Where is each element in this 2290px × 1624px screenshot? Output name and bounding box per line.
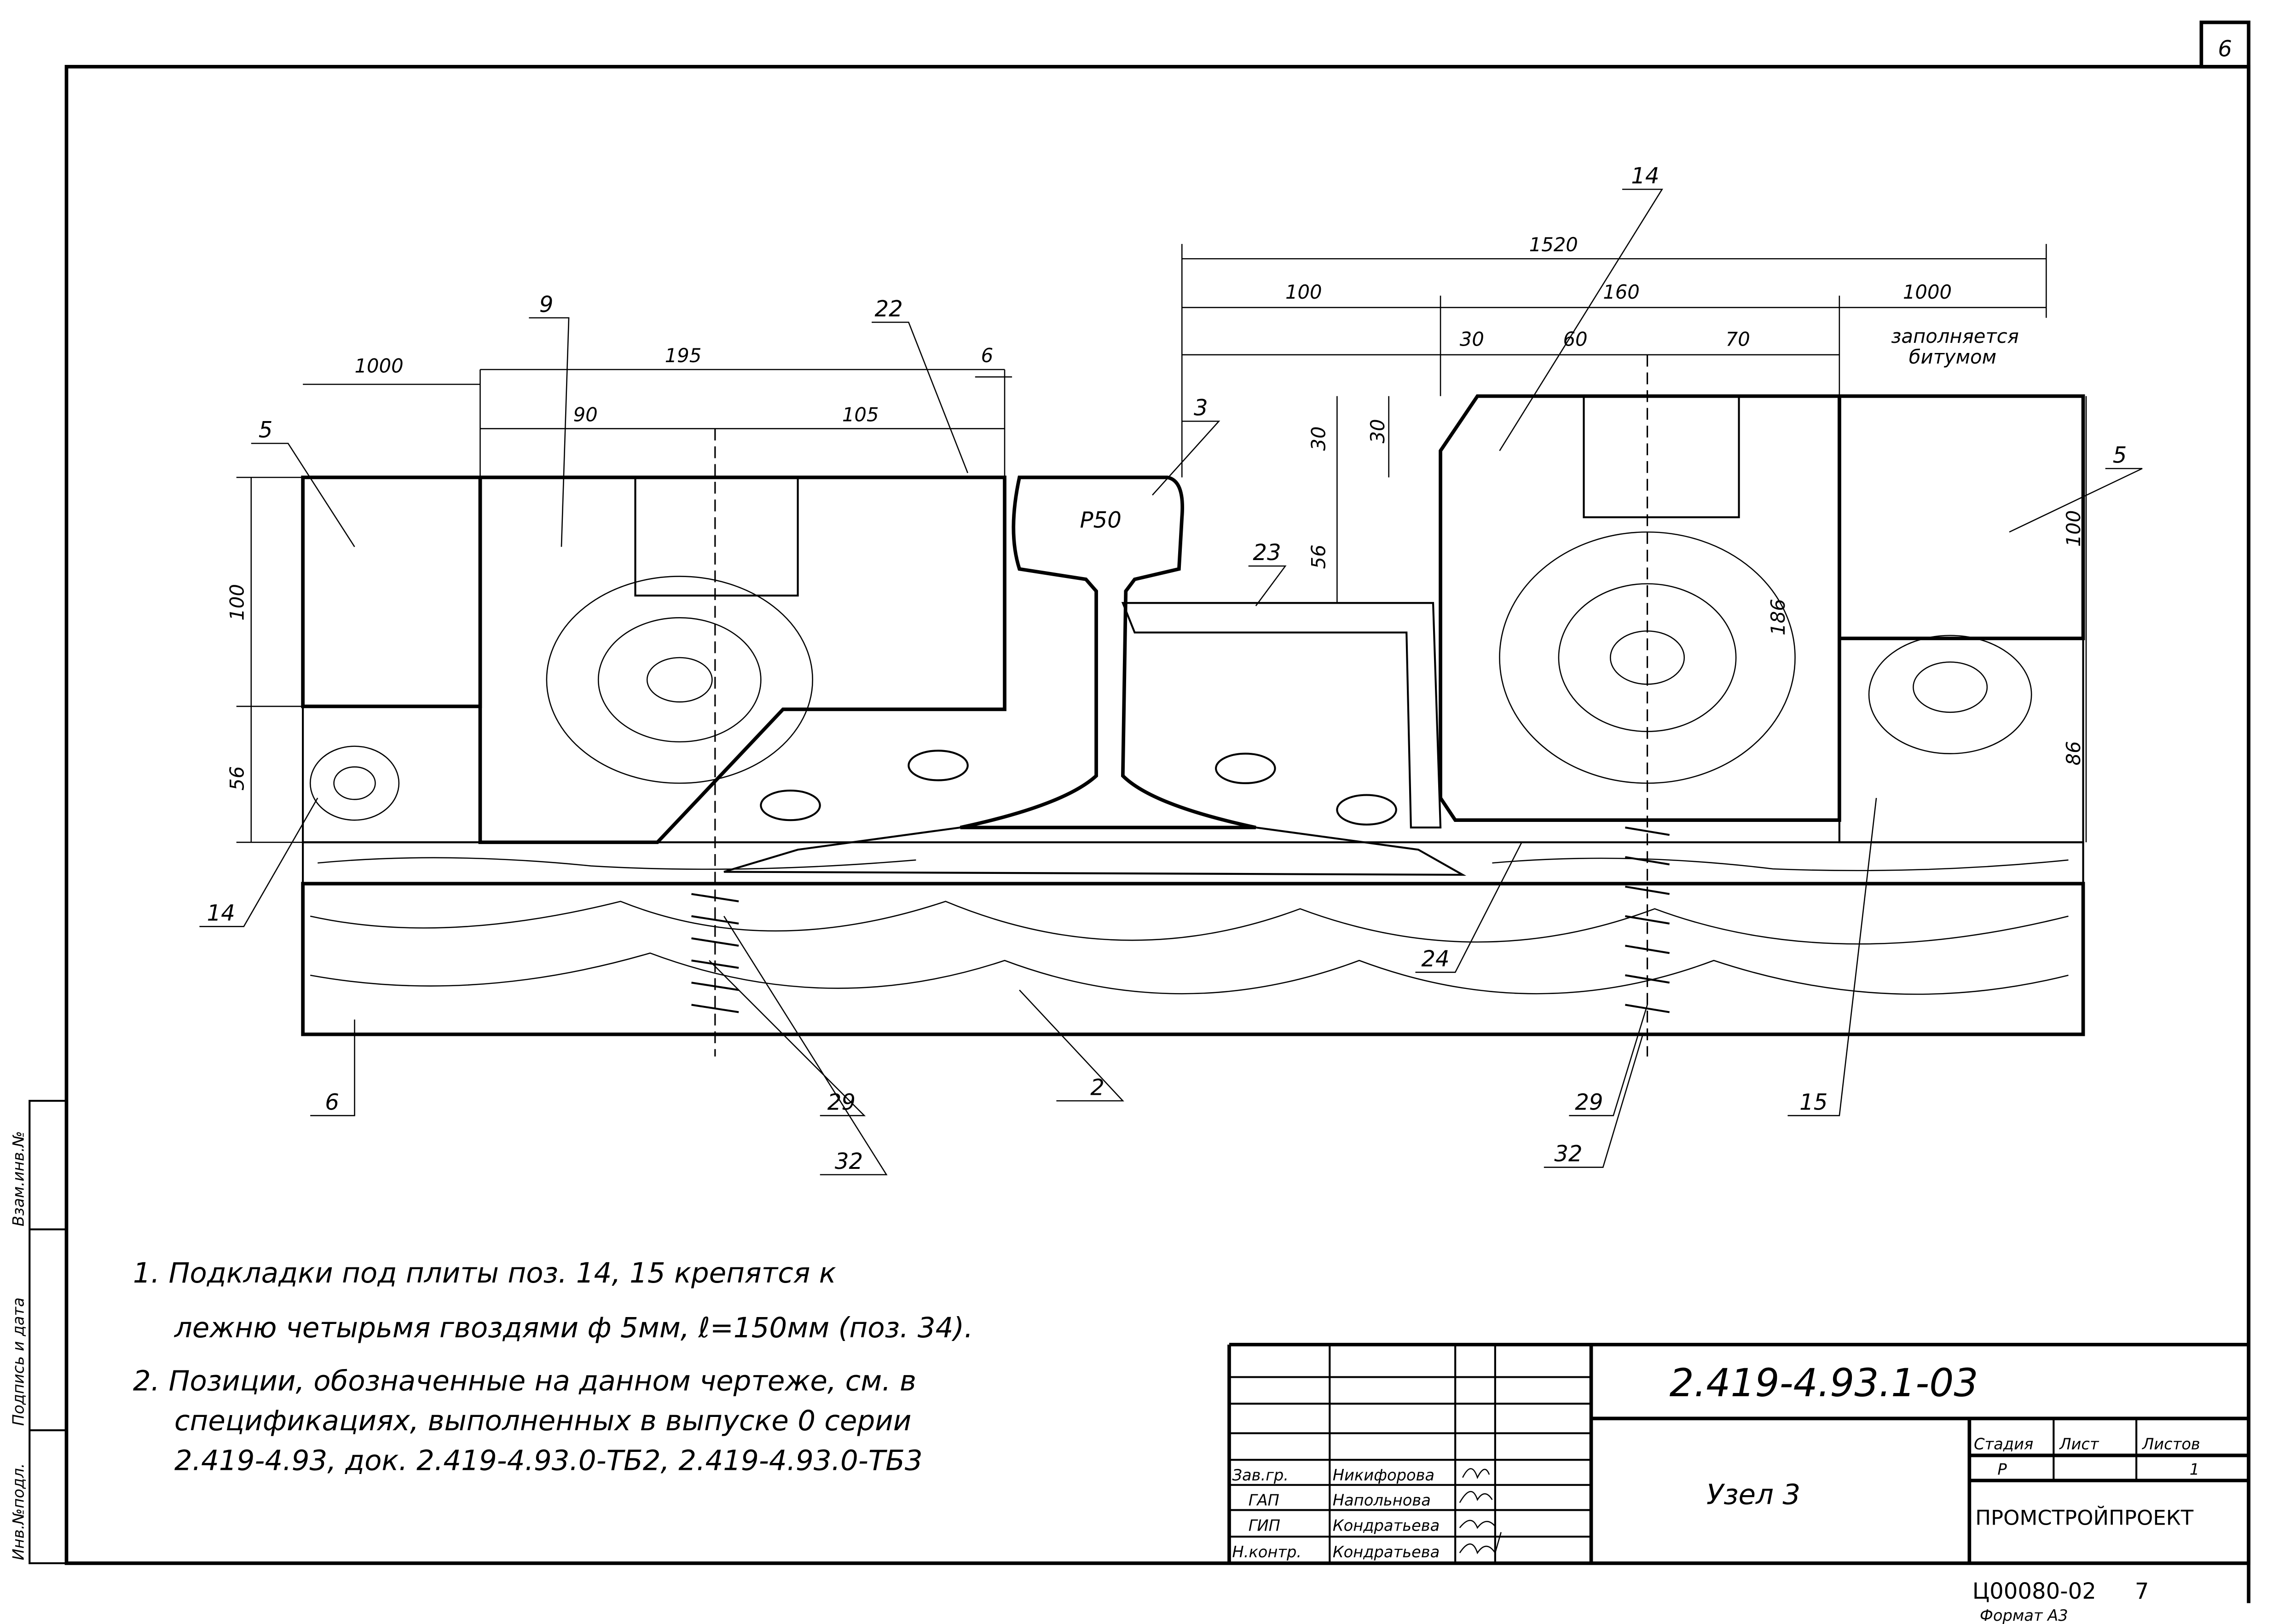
title-block: 2.419-4.93.1-03 Узел 3 Стадия Лист Листо… [1227, 1342, 2249, 1563]
bitumen-note-1: заполняется [1891, 325, 2019, 347]
bitumen-block-left [301, 475, 482, 708]
pos-22: 22 [875, 296, 903, 322]
archive-number: Ц00080-02 [1972, 1578, 2096, 1604]
value-stage: Р [1997, 1460, 2007, 1478]
dimension-labels: 1000 195 90 105 6 100 56 1520 100 160 10… [226, 233, 2085, 791]
pos-9: 9 [539, 292, 554, 318]
note-1-line-2: лежню четырьмя гвоздями ф 5мм, ℓ=150мм (… [174, 1312, 973, 1344]
dimension-lines [236, 244, 2087, 843]
dim-195: 195 [665, 344, 702, 367]
dim-100-top: 100 [1285, 281, 1322, 303]
signatory-role-4: Н.контр. [1232, 1543, 1301, 1561]
signatory-role-3: ГИП [1249, 1516, 1280, 1534]
dim-30-top: 30 [1460, 328, 1484, 351]
base-plate [723, 826, 1467, 876]
pos-2: 2 [1090, 1075, 1105, 1100]
signatory-name-4: Кондратьева [1333, 1543, 1440, 1561]
bitumen-note-2: битумом [1909, 346, 1996, 368]
pos-15: 15 [1799, 1089, 1827, 1115]
pos-3: 3 [1194, 395, 1208, 421]
signatures [1459, 1468, 1502, 1555]
pos-6: 6 [325, 1089, 339, 1115]
rail-p50 [960, 475, 1256, 830]
pad-layer [302, 841, 2084, 885]
signatory-name-1: Никифорова [1333, 1466, 1434, 1484]
organization: ПРОМСТРОЙПРОЕКТ [1975, 1505, 2194, 1530]
header-sheet: Лист [2059, 1435, 2099, 1453]
pos-5-left: 5 [259, 417, 273, 443]
footer-page: 7 [2135, 1578, 2149, 1604]
channel-pos-23 [1121, 602, 1442, 829]
dim-6: 6 [981, 344, 994, 367]
note-2-line-3: 2.419-4.93, док. 2.419-4.93.0-ТБ2, 2.419… [174, 1445, 923, 1477]
header-stage: Стадия [1974, 1435, 2033, 1453]
signatory-name-2: Напольнова [1333, 1491, 1431, 1509]
dim-56-left: 56 [226, 766, 249, 791]
bitumen-fill-right [1583, 395, 1740, 519]
rail-label: Р50 [1080, 508, 1122, 533]
pos-29-right: 29 [1575, 1089, 1603, 1115]
note-2-line-2: спецификациях, выполненных в выпуске 0 с… [174, 1404, 912, 1437]
note-2-line-1: 2. Позиции, обозначенные на данном черте… [133, 1364, 916, 1397]
pos-24: 24 [1421, 946, 1449, 972]
margin-stamps: Взам.инв.№ Подпись и дата Инв.№подл. [9, 1100, 68, 1565]
note-1-line-1: 1. Подкладки под плиты поз. 14, 15 крепя… [133, 1257, 836, 1289]
pos-14-left: 14 [207, 900, 235, 926]
wood-block-pos-9 [478, 475, 1006, 844]
value-sheets: 1 [2190, 1460, 2199, 1478]
dim-186: 186 [1767, 599, 1789, 636]
pos-29-left: 29 [827, 1089, 856, 1115]
dim-90: 90 [573, 403, 598, 426]
signatory-name-3: Кондратьева [1333, 1516, 1440, 1534]
pos-14-top: 14 [1631, 163, 1659, 189]
dim-100-right: 100 [2062, 510, 2085, 547]
rail-clamps [760, 750, 1397, 826]
bitumen-fill-left [634, 476, 799, 597]
dim-86: 86 [2062, 741, 2085, 765]
sleeper-pos-2 [301, 882, 2085, 1036]
dim-1520: 1520 [1529, 233, 1578, 256]
dim-105: 105 [842, 403, 879, 426]
position-leaders: 5 9 22 3 23 14 5 14 6 29 32 2 24 29 32 1… [199, 163, 2143, 1175]
general-notes: 1. Подкладки под плиты поз. 14, 15 крепя… [133, 1257, 973, 1477]
pos-32-left: 32 [835, 1149, 863, 1174]
stamp-original-inv: Инв.№подл. [9, 1463, 27, 1560]
bitumen-block-right [1837, 394, 2085, 641]
pos-5-right: 5 [2113, 442, 2127, 468]
stamp-replacement-inv: Взам.инв.№ [9, 1131, 27, 1226]
drawing-title: Узел 3 [1706, 1479, 1800, 1511]
paper-format: Формат А3 [1980, 1607, 2068, 1624]
stamp-signature-date: Подпись и дата [9, 1297, 27, 1426]
pad-pos-15 [1838, 637, 2084, 844]
node-3-section-drawing: Р50 [301, 354, 2085, 1057]
dim-60: 60 [1563, 328, 1588, 351]
sheet-number-box [2199, 20, 2250, 69]
dim-30-vert-2: 30 [1366, 419, 1389, 443]
dim-56-right: 56 [1307, 544, 1330, 569]
dim-30-vert-1: 30 [1307, 426, 1330, 451]
sheet-corner-number: 6 [2218, 36, 2232, 62]
dim-100-left: 100 [226, 584, 249, 621]
dim-1000-right: 1000 [1903, 281, 1952, 303]
dim-70: 70 [1726, 328, 1750, 351]
dim-1000-left: 1000 [354, 354, 403, 377]
dim-160: 160 [1603, 281, 1640, 303]
signatory-role-2: ГАП [1249, 1491, 1279, 1509]
signatory-role-1: Зав.гр. [1232, 1466, 1289, 1484]
pos-32-right: 32 [1554, 1141, 1582, 1167]
pos-23: 23 [1253, 540, 1281, 566]
header-sheets: Листов [2142, 1435, 2200, 1453]
document-code: 2.419-4.93.1-03 [1670, 1361, 1978, 1405]
